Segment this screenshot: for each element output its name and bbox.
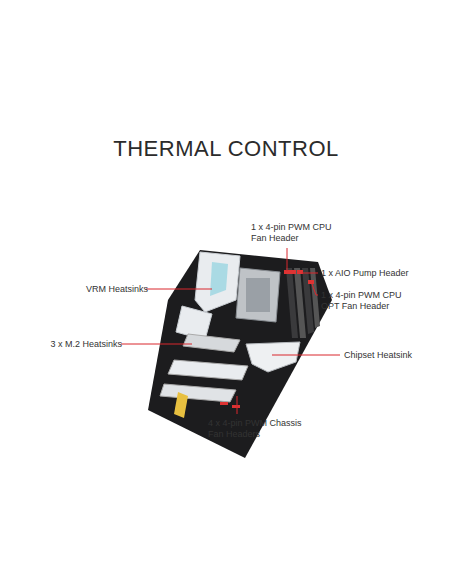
socket-center — [246, 278, 270, 312]
callout-label: Chipset Heatsink — [344, 350, 444, 361]
callout-label: 1 x 4-pin PWM CPU OPT Fan Header — [321, 290, 417, 312]
fan-header — [284, 270, 296, 274]
chassis-fan-header — [220, 402, 228, 405]
leader-line — [302, 273, 318, 274]
callout-label: 4 x 4-pin PWM Chassis Fan Headers — [208, 418, 318, 440]
leader-lines — [121, 248, 340, 414]
callout-label: VRM Heatsinks — [78, 284, 148, 295]
m2-heatsink — [160, 384, 236, 402]
m2-heatsink — [183, 334, 240, 352]
page-title: THERMAL CONTROL — [0, 136, 452, 162]
chipset-heatsink — [246, 342, 300, 372]
leader-line — [121, 344, 192, 345]
cpu-socket — [236, 268, 280, 322]
m2-heatsink — [168, 360, 248, 380]
vrm-accent — [210, 262, 228, 296]
leader-line — [287, 248, 288, 271]
io-detail — [174, 392, 188, 418]
vrm-heatsink — [195, 252, 240, 312]
callout-label: 3 x M.2 Heatsinks — [44, 339, 122, 350]
leader-line — [146, 289, 212, 290]
board — [148, 250, 332, 458]
chassis-fan-header — [232, 405, 240, 408]
opt-fan-header — [308, 280, 314, 284]
ram-slot — [310, 268, 320, 328]
leader-line — [237, 396, 238, 414]
callout-label: 1 x 4-pin PWM CPU Fan Header — [251, 222, 339, 244]
leader-line — [272, 355, 340, 356]
callout-label: 1 x AIO Pump Header — [321, 268, 431, 279]
leader-line — [312, 284, 318, 295]
